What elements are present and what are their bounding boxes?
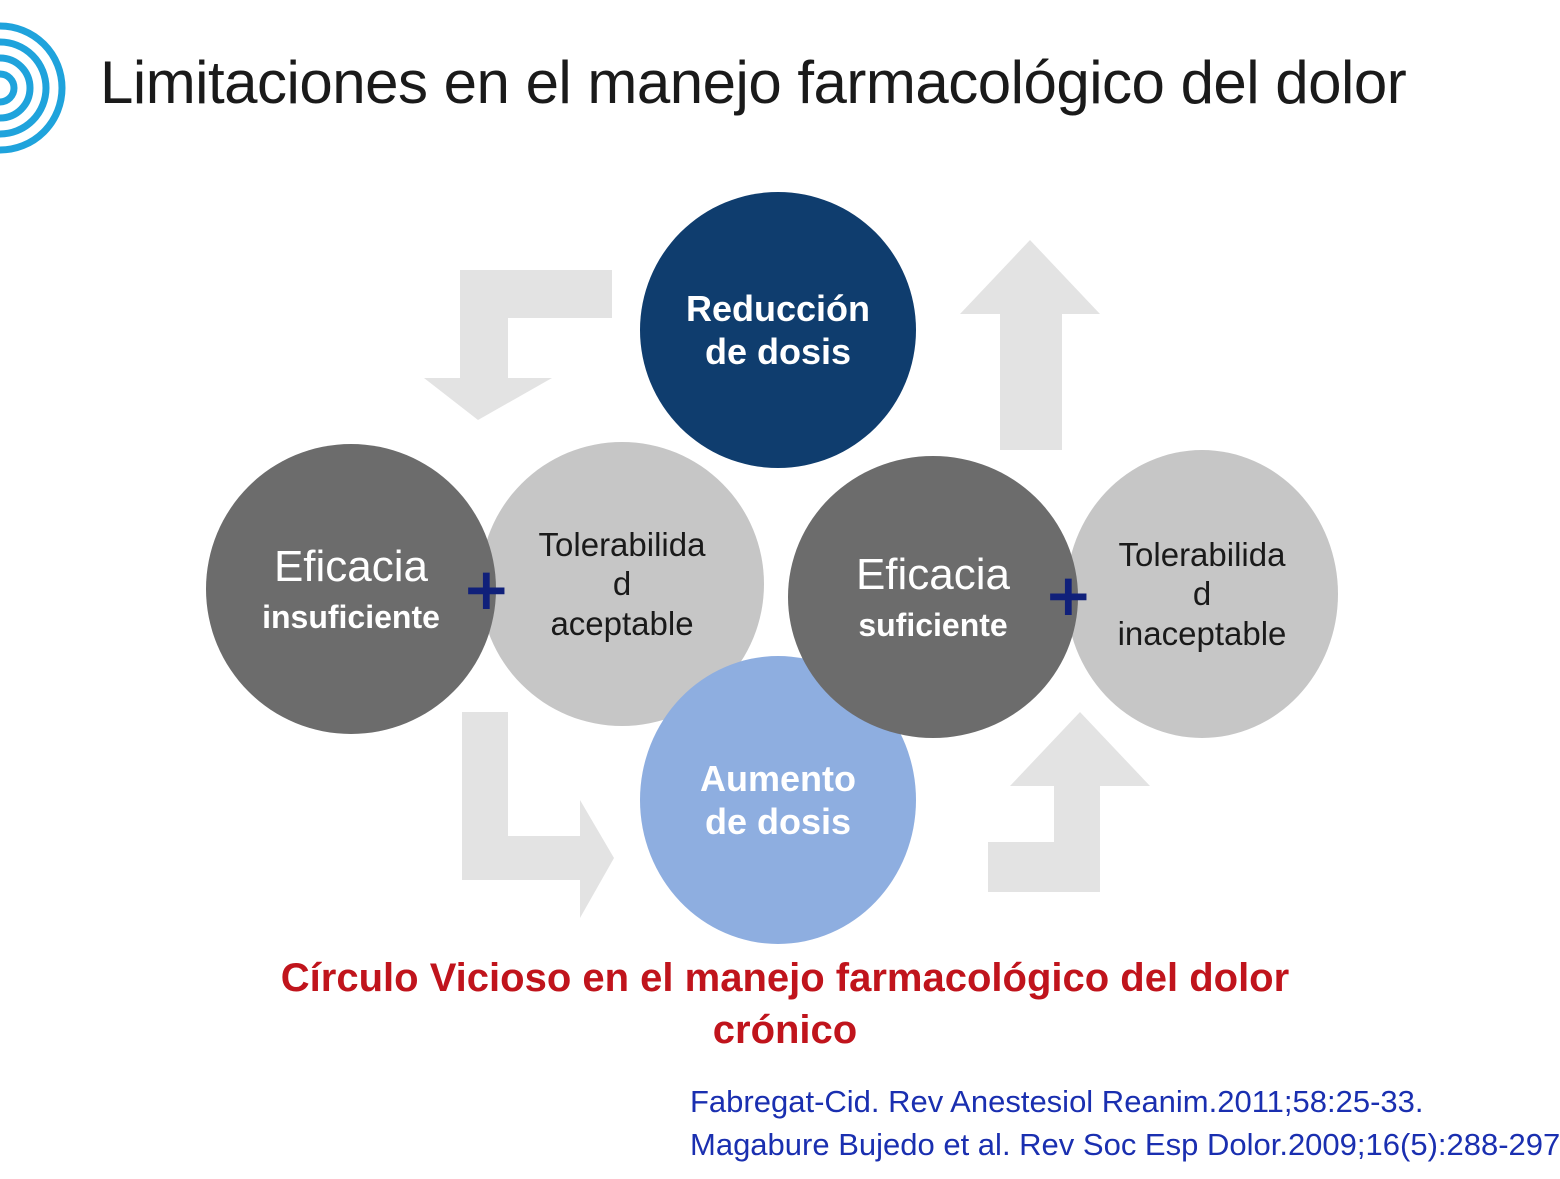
aumento-line2: de dosis [704,801,852,842]
eficacia-a-sub: insuficiente [262,599,440,636]
caption-line2: crónico [712,1008,858,1052]
eficacia-a-main: Eficacia [273,542,429,592]
slide-title: Limitaciones en el manejo farmacológico … [100,49,1407,116]
tolerabilidad-inaceptable-node: Tolerabilida d inaceptable [1066,450,1338,738]
reference-item: Magabure Bujedo et al. Rev Soc Esp Dolor… [690,1127,1560,1163]
eficacia-insuficiente-node: Eficacia insuficiente [206,444,496,734]
diagram-caption: Círculo Vicioso en el manejo farmacológi… [220,952,1350,1056]
tolerabilidad-a-line2: d [612,565,632,603]
reduccion-line2: de dosis [704,331,852,372]
tolerabilidad-b-line1: Tolerabilida [1118,535,1286,573]
arrow-top-right-icon [960,240,1100,450]
arrow-bottom-left-icon [462,712,614,918]
eficacia-suficiente-node: Eficacia suficiente [788,456,1078,738]
eficacia-b-main: Eficacia [855,550,1011,600]
plus-icon: + [1044,561,1093,629]
tolerabilidad-b-line3: inaceptable [1117,614,1287,652]
reference-item: Fabregat-Cid. Rev Anestesiol Reanim.2011… [690,1084,1424,1119]
arrow-bottom-right-icon [988,712,1150,892]
aumento-line1: Aumento [700,757,856,799]
tolerabilidad-a-line1: Tolerabilida [538,525,706,563]
plus-icon: + [462,555,511,623]
references: Fabregat-Cid. Rev Anestesiol Reanim.2011… [690,1080,1560,1167]
arrow-top-left-icon [424,270,612,420]
concentric-arcs-logo-icon [0,22,66,154]
reduccion-de-dosis-node: Reducción de dosis [640,192,916,468]
tolerabilidad-b-line2: d [1192,575,1212,613]
tolerabilidad-a-line3: aceptable [550,604,694,642]
reduccion-line1: Reducción [685,287,871,329]
caption-line1: Círculo Vicioso en el manejo farmacológi… [280,956,1290,1000]
eficacia-b-sub: suficiente [858,607,1008,644]
